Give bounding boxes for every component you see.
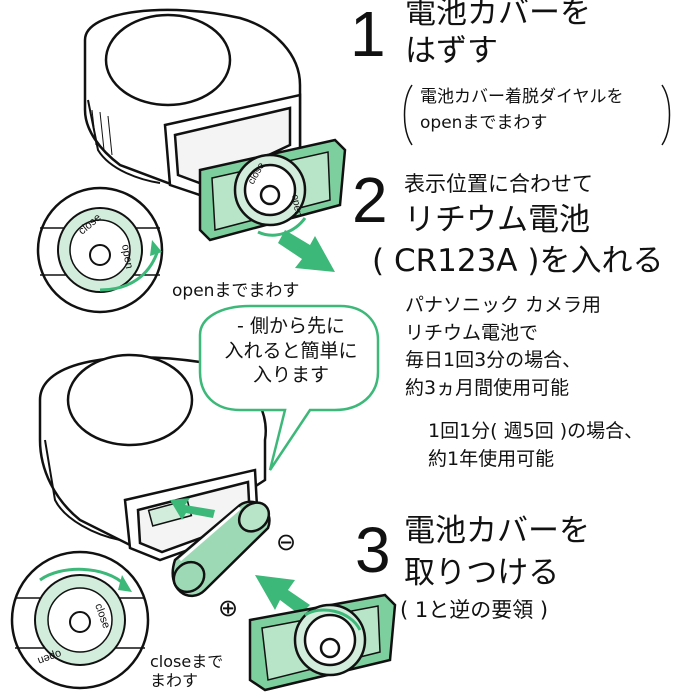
lithium-battery (171, 500, 271, 598)
step2-number: 2 (352, 164, 388, 236)
note-left-paren (403, 84, 413, 146)
step2-title-line2: ( CR123A )を入れる (372, 243, 664, 279)
close-caption-line: closeまで (150, 652, 224, 671)
step2-info: パナソニック カメラ用 リチウム電池で 毎日1回3分の場合、 約3ヵ月間使用可能 (405, 292, 601, 402)
close-caption: closeまで まわす (150, 652, 223, 690)
arrow-insert-small (170, 498, 215, 520)
step2-info-secondary: 1回1分( 週5回 )の場合、 約1年使用可能 (428, 418, 643, 473)
step2-info2-line: 1回1分( 週5回 )の場合、 (428, 420, 644, 442)
speech-bubble (198, 304, 380, 471)
step1-note-line2: openまでまわす (420, 113, 548, 133)
step3-number: 3 (355, 514, 391, 586)
plus-icon: ⊕ (218, 594, 239, 622)
step2-info-line: 毎日1回3分の場合、 (405, 349, 582, 372)
step1-title-line1: 電池カバーを (405, 0, 591, 31)
step2-info-line: パナソニック カメラ用 (405, 294, 602, 316)
step1-title-line2: はずす (405, 33, 498, 69)
dial-detail-close: close open (10, 550, 150, 690)
step2-subtitle: 表示位置に合わせて (404, 172, 593, 196)
camera-body-bottom (38, 353, 267, 562)
bubble-line: 入れると簡単に (224, 339, 358, 362)
svg-text:open: open (119, 243, 135, 269)
arrow-remove-cover (278, 230, 335, 272)
dial-detail-open: close open (36, 186, 164, 314)
step3-title-line1: 電池カバーを (404, 513, 590, 549)
step3-title-line2: 取りつける (404, 555, 560, 591)
step1-number: 1 (350, 0, 386, 70)
close-caption-line: まわす (150, 671, 199, 691)
bubble-text: - 側から先に 入れると簡単に 入ります (206, 314, 376, 388)
step2-title-line1: リチウム電池 (404, 202, 590, 238)
step3-note: ( 1と逆の要領 ) (400, 598, 549, 622)
step1-note-line1: 電池カバー着脱ダイヤルを (420, 87, 624, 107)
step2-info2-line: 約1年使用可能 (428, 447, 555, 470)
svg-text:open: open (289, 194, 304, 218)
step2-info-line: 約3ヵ月間使用可能 (405, 376, 570, 399)
bubble-line: - 側から先に (237, 315, 345, 337)
open-caption: openまでまわす (172, 281, 300, 301)
note-right-paren (661, 84, 671, 146)
rotate-arrow-small-top (257, 217, 307, 237)
minus-icon: ⊖ (276, 528, 297, 556)
camera-body-top (83, 8, 302, 197)
bubble-line: 入ります (252, 364, 329, 387)
battery-cover-step1: close open (198, 138, 347, 242)
step2-info-line: リチウム電池で (405, 321, 539, 344)
arrow-insert-cover (255, 575, 310, 615)
battery-cover-step3 (248, 593, 397, 692)
